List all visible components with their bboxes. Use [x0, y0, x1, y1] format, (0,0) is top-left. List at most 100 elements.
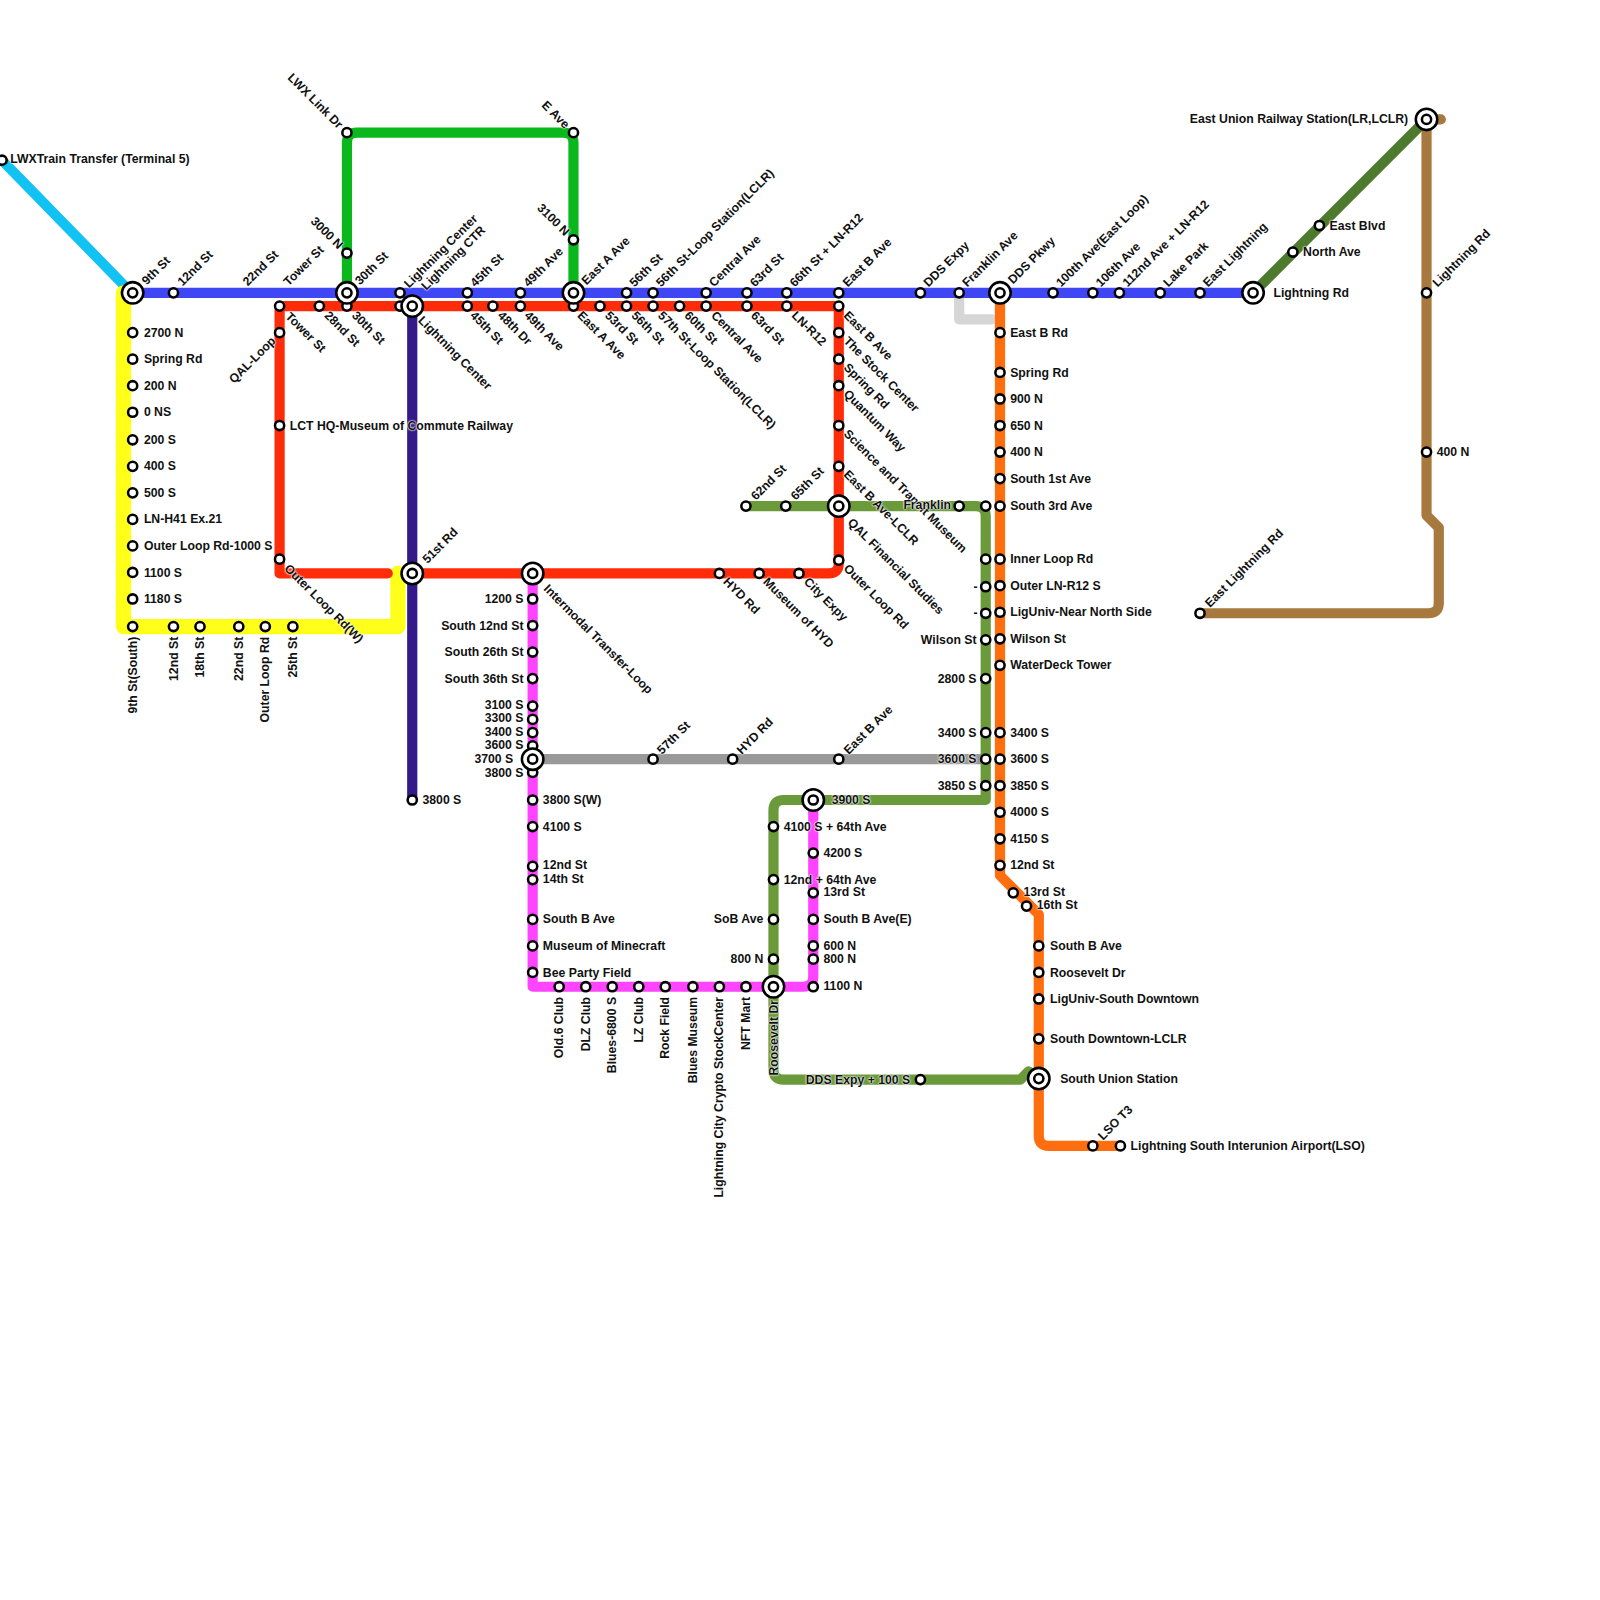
- station-label: Spring Rd: [144, 352, 202, 366]
- station-dot: [275, 555, 284, 564]
- station-label: HYD Rd: [734, 715, 776, 757]
- station-label: South B Ave: [543, 912, 615, 926]
- station-dot: [0, 156, 7, 165]
- station-label: Outer Loop Rd-1000 S: [144, 539, 273, 553]
- interchange-ring: [828, 495, 849, 516]
- station-dot: [128, 515, 137, 524]
- station-dot: [995, 368, 1004, 377]
- station-dot: [528, 702, 537, 711]
- station-dot: [742, 302, 751, 311]
- station-dot: [955, 288, 964, 297]
- station-label: Blues Museum: [686, 997, 700, 1083]
- station-label: 3800 S(W): [543, 793, 602, 807]
- interchange-ring: [989, 282, 1010, 303]
- station-label: 2800 S: [938, 671, 977, 685]
- station-dot: [702, 302, 711, 311]
- station-label: Outer LN-R12 S: [1010, 579, 1100, 593]
- interchange-outer: [522, 748, 543, 769]
- station-dot: [1422, 447, 1431, 456]
- station-label: 3850 S: [1010, 779, 1049, 793]
- station-label: 45th St: [467, 251, 506, 290]
- station-label: Museum of HYD: [760, 575, 836, 651]
- station-dot: [395, 288, 404, 297]
- station-dot: [995, 502, 1004, 511]
- station-dot: [995, 555, 1004, 564]
- station-label: 57th St: [654, 718, 693, 757]
- station-dot: [234, 622, 243, 631]
- station-dot: [995, 808, 1004, 817]
- interchange-inner: [995, 288, 1004, 297]
- station-label: Roosevelt Dr: [766, 1000, 780, 1076]
- station-dot: [742, 288, 751, 297]
- station-label: 9th St(South): [126, 637, 140, 714]
- interchange-outer: [763, 976, 784, 997]
- station-label: 65th St: [788, 464, 827, 503]
- station-label: -: [973, 606, 977, 620]
- route-line: [407, 306, 417, 800]
- route-line: [1200, 119, 1441, 613]
- station-dot: [834, 355, 843, 364]
- station-dot: [581, 982, 590, 991]
- interchange-inner: [528, 569, 537, 578]
- interchange-ring: [1416, 109, 1437, 130]
- station-dot: [128, 541, 137, 550]
- station-dot: [715, 982, 724, 991]
- station-label: LZ Club: [632, 997, 646, 1043]
- station-dot: [569, 235, 578, 244]
- station-label: 51st Rd: [419, 525, 460, 566]
- station-dot: [1034, 968, 1043, 977]
- station-dot: [128, 622, 137, 631]
- station-dot: [528, 594, 537, 603]
- station-dot: [995, 661, 1004, 670]
- station-dot: [995, 421, 1004, 430]
- station-label: 400 S: [144, 459, 176, 473]
- interchange-ring: [522, 563, 543, 584]
- station-label: Old.6 Club: [552, 997, 566, 1058]
- interchange-outer: [563, 282, 584, 303]
- station-dot: [648, 288, 657, 297]
- interchange-inner: [569, 288, 578, 297]
- station-label: 16th St: [1037, 898, 1078, 912]
- station-dot: [408, 795, 417, 804]
- station-dot: [595, 302, 604, 311]
- station-dot: [1088, 1141, 1097, 1150]
- station-label: 650 N: [1010, 418, 1043, 432]
- station-dot: [834, 328, 843, 337]
- station-label: Museum of Minecraft: [543, 939, 665, 953]
- interchange-ring: [803, 789, 824, 810]
- station-label: QAL-Loop: [226, 334, 278, 386]
- station-label: 1180 S: [144, 592, 182, 606]
- station-label: NFT Mart: [739, 997, 753, 1050]
- interchange-outer: [402, 295, 423, 316]
- station-dot: [769, 915, 778, 924]
- station-label: LigUniv-Near North Side: [1010, 605, 1152, 619]
- station-dot: [169, 622, 178, 631]
- station-dot: [342, 248, 351, 257]
- interchange-outer: [122, 282, 143, 303]
- station-dot: [528, 715, 537, 724]
- station-dot: [995, 394, 1004, 403]
- station-label: 63rd St: [747, 250, 786, 289]
- station-dot: [342, 128, 351, 137]
- station-label: 3100 N: [534, 201, 572, 239]
- station-dot: [528, 968, 537, 977]
- station-dot: [315, 302, 324, 311]
- station-dot: [528, 795, 537, 804]
- station-dot: [275, 421, 284, 430]
- station-dot: [128, 381, 137, 390]
- station-label: Inner Loop Rd: [1010, 552, 1093, 566]
- station-label: East Blvd: [1330, 218, 1386, 232]
- station-label: South B Ave: [1050, 939, 1122, 953]
- station-label: 1200 S: [485, 592, 524, 606]
- station-dot: [195, 622, 204, 631]
- interchange-inner: [128, 288, 137, 297]
- station-label: Blues-6800 S: [605, 997, 619, 1073]
- route-line: [347, 133, 574, 293]
- station-label: 4000 S: [1010, 805, 1049, 819]
- station-dot: [1034, 1034, 1043, 1043]
- station-label: 1100 S: [144, 565, 182, 579]
- station-label: 12nd St: [1010, 858, 1054, 872]
- station-dot: [1115, 288, 1124, 297]
- station-dot: [608, 982, 617, 991]
